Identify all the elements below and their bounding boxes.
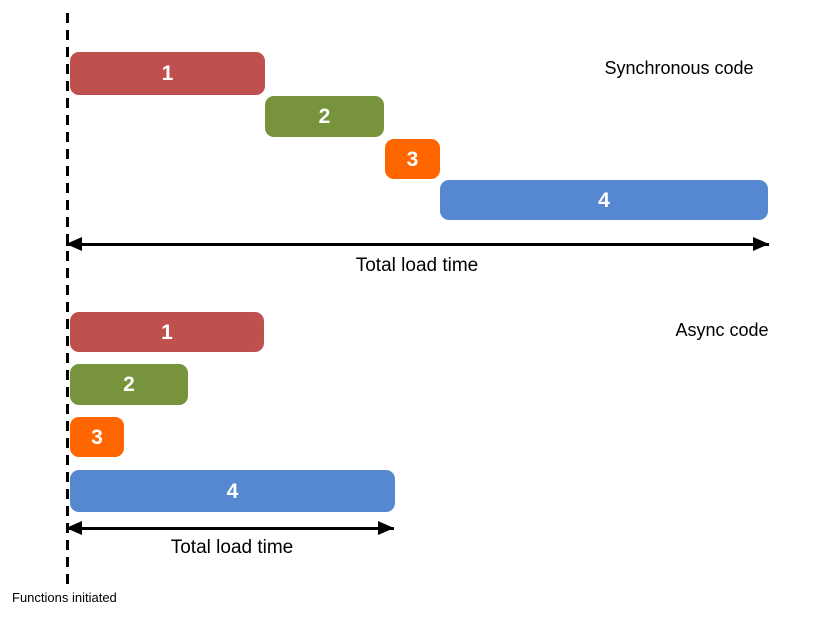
task-bar-async-2: 2: [70, 364, 188, 405]
functions-initiated-dashed-line: [66, 13, 69, 585]
task-bar-number: 3: [406, 147, 419, 171]
task-bar-number: 4: [226, 479, 239, 503]
task-bar-sync-2: 2: [265, 96, 384, 137]
async-total-load-time-arrow: [66, 526, 394, 530]
task-bar-number: 2: [123, 373, 135, 396]
task-bar-number: 4: [598, 188, 610, 212]
task-bar-number: 2: [318, 105, 331, 128]
task-bar-sync-3: 3: [385, 139, 440, 179]
task-bar-async-4: 4: [70, 470, 395, 512]
synchronous-code-label: Synchronous code: [604, 58, 754, 78]
async-total-load-time-label: Total load time: [170, 537, 294, 558]
functions-initiated-caption: Functions initiated: [12, 590, 117, 605]
task-bar-sync-1: 1: [70, 52, 265, 95]
sync-total-load-time-arrow: [66, 242, 769, 246]
task-bar-async-1: 1: [70, 312, 264, 352]
sync-total-load-time-label: Total load time: [355, 255, 479, 276]
async-code-label: Async code: [675, 320, 769, 340]
task-bar-async-3: 3: [70, 417, 124, 457]
task-bar-sync-4: 4: [440, 180, 768, 220]
task-bar-number: 1: [161, 62, 174, 85]
task-bar-number: 1: [161, 320, 173, 344]
task-bar-number: 3: [91, 425, 103, 449]
